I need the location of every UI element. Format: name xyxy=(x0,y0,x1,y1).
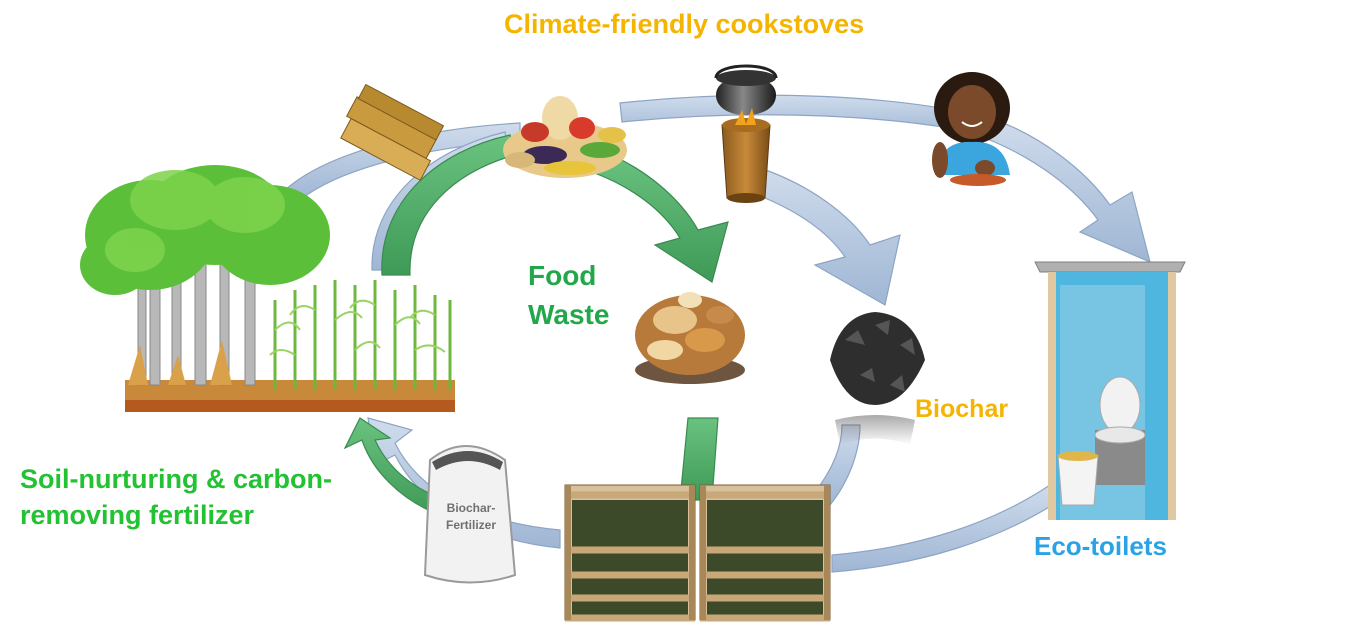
sack-label-line-2: Fertilizer xyxy=(445,518,496,533)
firewood-icon xyxy=(340,83,445,181)
soil-fertilizer-label-line-1: Soil-nurturing & carbon- xyxy=(20,464,332,494)
trees-crops-icon xyxy=(80,165,455,412)
food-waste-pile-icon xyxy=(635,292,745,384)
vegetables-icon xyxy=(503,96,627,178)
sack-label-line-1: Biochar- xyxy=(446,501,496,515)
biochar-label: Biochar xyxy=(915,395,1009,423)
fertilizer-sack-icon xyxy=(423,445,517,584)
biochar-pile-icon xyxy=(830,312,925,445)
cookstove-pot-icon xyxy=(714,64,778,203)
compost-bins-icon xyxy=(564,484,831,622)
eco-toilets-label: Eco-toilets xyxy=(1034,531,1167,561)
food-waste-label-line-2: Waste xyxy=(528,299,610,331)
diagram-title: Climate-friendly cookstoves xyxy=(504,9,865,39)
food-waste-label-line-1: Food xyxy=(528,260,597,291)
food-waste-label: Food Waste xyxy=(528,256,609,334)
cycle-arrows-green xyxy=(343,134,729,516)
sack-label: Biochar- Fertilizer xyxy=(436,500,506,535)
soil-fertilizer-label-line-2: removing fertilizer xyxy=(20,499,255,530)
eco-toilet-icon xyxy=(1034,261,1186,520)
soil-fertilizer-label: Soil-nurturing & carbon- removing fertil… xyxy=(20,462,332,533)
woman-eating-icon xyxy=(932,72,1010,186)
